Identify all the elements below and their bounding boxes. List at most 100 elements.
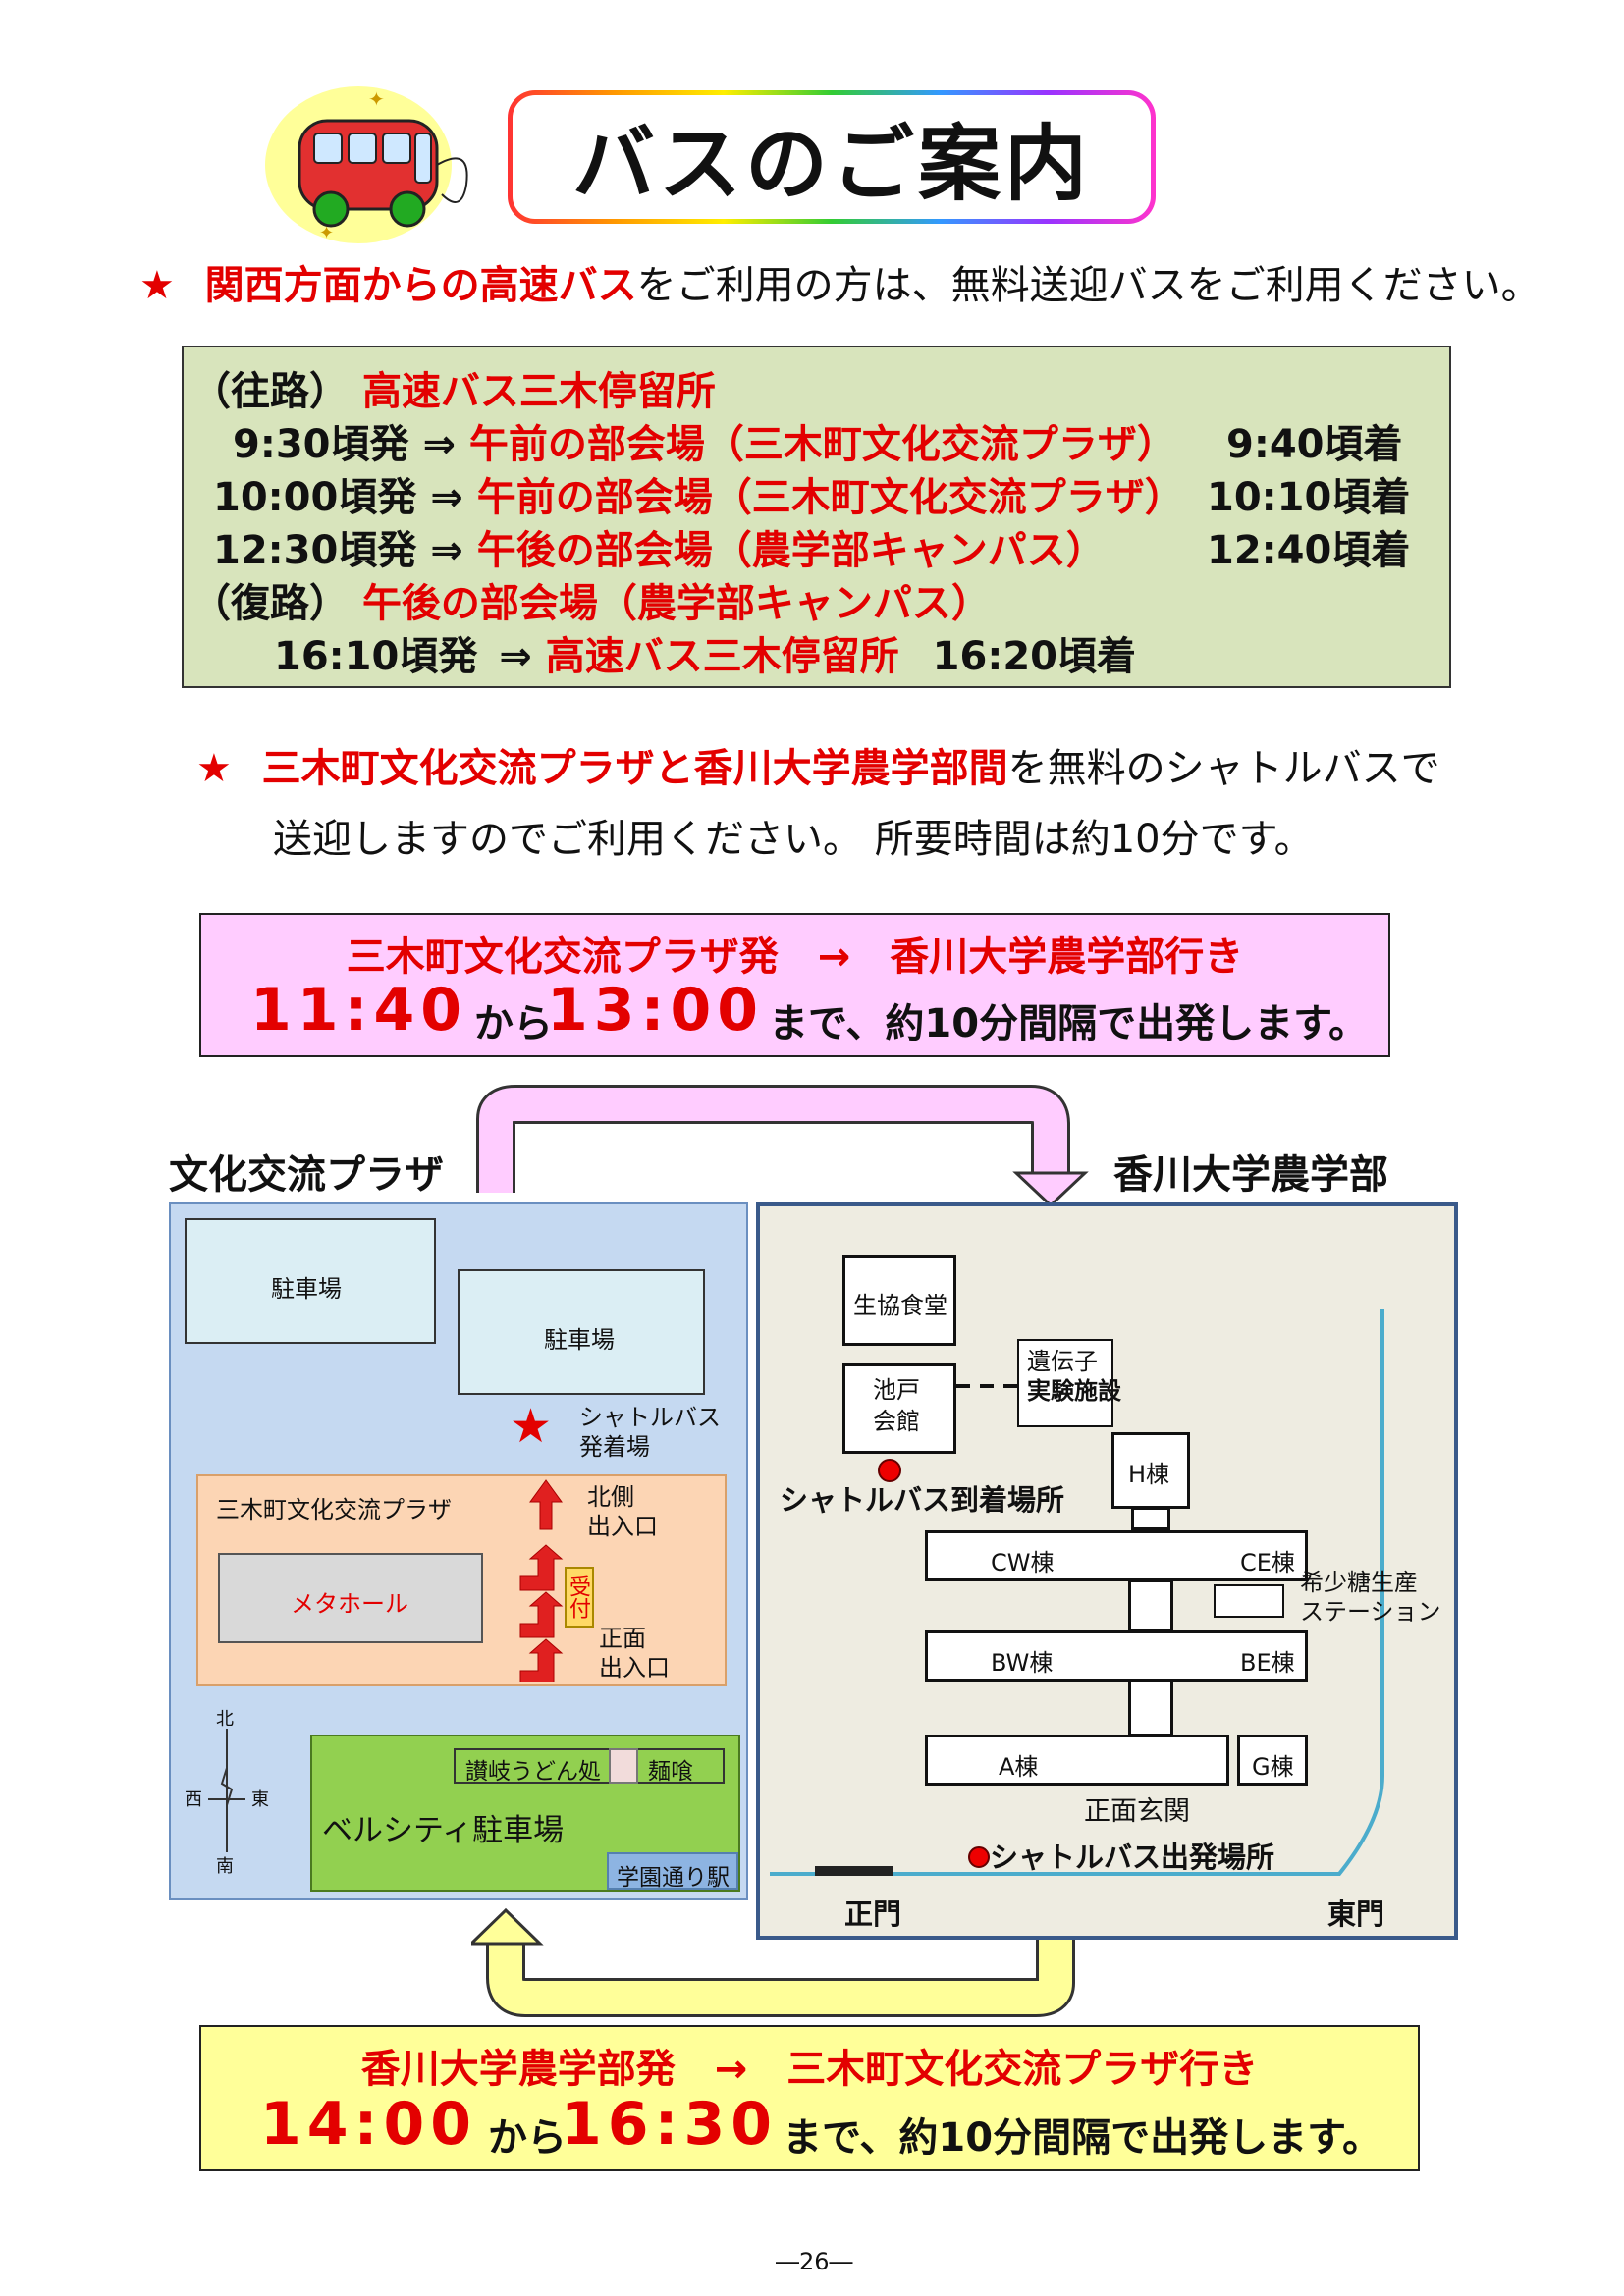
coop-label: 生協食堂 (853, 1292, 947, 1319)
shuttle-end-time: 16:30 (561, 2090, 778, 2159)
compass-west: 西 (185, 1789, 202, 1810)
svg-text:✦: ✦ (319, 223, 334, 243)
north-entrance-line: 出入口 (587, 1513, 658, 1540)
return-label: （復路） (191, 581, 349, 626)
udon-shop: 讃岐うどん処 麺喰 (454, 1748, 725, 1785)
rare-sugar-station (1214, 1584, 1284, 1618)
gene-lab-line: 遺伝子 (1027, 1348, 1098, 1375)
destination: 午後の部会場（農学部キャンパス） (476, 528, 1106, 573)
road-line (770, 1309, 1384, 1876)
ikedo-hall: 池戸 会館 (842, 1363, 956, 1454)
parking-label: 駐車場 (544, 1326, 615, 1354)
building-a-label: A棟 (999, 1753, 1039, 1781)
corridor (1128, 1579, 1173, 1632)
shuttle-notice-line2: 送迎しますのでご利用ください。 所要時間は約10分です。 (273, 817, 1314, 862)
arrow-icon: ⇒ (430, 528, 463, 573)
building-bw-be: BW棟 BE棟 (925, 1630, 1308, 1682)
notice-text: をご利用の方は、無料送迎バスをご利用ください。 (636, 263, 1541, 308)
shuttle-stop-line: 発着場 (579, 1433, 650, 1461)
route-arrows (471, 1085, 1089, 2017)
dashed-connector (956, 1384, 1035, 1388)
departure-label: シャトルバス出発場所 (990, 1841, 1275, 1874)
north-entrance-label: 北側 出入口 (587, 1482, 658, 1541)
shuttle-stop-star-icon: ★ (510, 1399, 553, 1454)
building-cw-ce: CW棟 CE棟 (925, 1530, 1308, 1581)
shuttle-from: から (474, 1001, 553, 1046)
outbound-row: （往路） 高速バス三木停留所 (191, 359, 716, 416)
rare-sugar-label: 希少糖生産 ステーション (1300, 1568, 1441, 1627)
return-stop: 午後の部会場（農学部キャンパス） (361, 581, 991, 626)
bus-schedule-box: （往路） 高速バス三木停留所 9:30頃発 ⇒ 午前の部会場（三木町文化交流プラ… (182, 346, 1451, 688)
gene-lab-line: 実験施設 (1027, 1377, 1121, 1405)
building-cw-label: CW棟 (991, 1549, 1055, 1576)
station-box: 学園通り駅 (607, 1852, 738, 1891)
destination: 高速バス三木停留所 (545, 634, 899, 679)
parking-lot-1: 駐車場 (185, 1218, 436, 1344)
arrive-time: 16:20頃着 (932, 634, 1136, 679)
bellcity-parking: 讃岐うどん処 麺喰 ベルシティ駐車場 学園通り駅 (310, 1735, 740, 1892)
gene-lab-label: 遺伝子 実験施設 (1027, 1347, 1121, 1406)
map-title-university: 香川大学農学部 (1113, 1152, 1388, 1198)
svg-text:✦: ✦ (368, 87, 385, 111)
return-row: （復路） 午後の部会場（農学部キャンパス） (191, 571, 991, 628)
building-g: G棟 (1237, 1735, 1308, 1786)
shuttle-notice-line1: ★ 三木町文化交流プラザと香川大学農学部間を無料のシャトルバスで (196, 736, 1440, 793)
map-title-plaza: 文化交流プラザ (169, 1152, 444, 1198)
shuttle-heading: 香川大学農学部発 → 三木町文化交流プラザ行き (360, 2047, 1259, 2092)
meta-hall-label: メタホール (291, 1590, 408, 1618)
shuttle-stop-label: シャトルバス 発着場 (579, 1403, 721, 1462)
outbound-stop: 高速バス三木停留所 (361, 369, 716, 414)
schedule-row: 9:30頃発 ⇒ 午前の部会場（三木町文化交流プラザ） (233, 412, 1176, 469)
station-label: 学園通り駅 (617, 1865, 730, 1891)
destination: 午前の部会場（三木町文化交流プラザ） (468, 422, 1176, 467)
shuttle-from: から (488, 2115, 567, 2161)
depart-time: 9:30頃発 (233, 422, 409, 467)
arrival-label: シャトルバス到着場所 (780, 1483, 1065, 1517)
page-number: ―26― (776, 2248, 853, 2275)
front-entrance-label: 正面 出入口 (599, 1624, 670, 1682)
departure-point-icon (968, 1846, 990, 1868)
shuttle-heading: 三木町文化交流プラザ発 → 香川大学農学部行き (346, 934, 1244, 980)
arrow-icon: ⇒ (422, 422, 456, 467)
depart-time: 12:30頃発 (213, 528, 417, 573)
depart-time: 16:10頃発 (274, 634, 478, 679)
shuttle-stop-line: シャトルバス (579, 1404, 721, 1431)
star-icon: ★ (139, 263, 175, 308)
meta-hall: メタホール (218, 1553, 483, 1643)
front-entrance-line: 正面 (599, 1625, 646, 1652)
building-ce-label: CE棟 (1240, 1549, 1295, 1576)
star-icon: ★ (196, 746, 232, 791)
shop-divider (609, 1748, 638, 1784)
schedule-row: 16:10頃発 ⇒ 高速バス三木停留所 16:20頃着 (274, 624, 1136, 681)
shuttle-interval: まで、約10分間隔で出発します。 (769, 1001, 1369, 1046)
building-g-label: G棟 (1252, 1753, 1294, 1781)
gene-lab: 遺伝子 実験施設 (1017, 1339, 1121, 1427)
compass-icon: 北 西 東 南 (185, 1705, 273, 1882)
corridor (1131, 1507, 1170, 1530)
plaza-building: 三木町文化交流プラザ メタホール 北側 出入口 受付 正面 出入口 (196, 1474, 727, 1686)
ikedo-line: 池戸 (873, 1376, 920, 1404)
north-entrance-line: 北側 (587, 1483, 634, 1511)
parking-label: 駐車場 (271, 1275, 342, 1303)
destination: 午前の部会場（三木町文化交流プラザ） (476, 475, 1184, 520)
shuttle-schedule-university-to-plaza: 香川大学農学部発 → 三木町文化交流プラザ行き 14:00 から 16:30 ま… (199, 2025, 1420, 2171)
shuttle-start-time: 11:40 (250, 976, 467, 1044)
compass-north: 北 (216, 1709, 234, 1730)
shuttle-start-time: 14:00 (260, 2090, 477, 2159)
east-gate-label: 東門 (1327, 1897, 1385, 1931)
page-title: バスのご案内 (508, 90, 1156, 224)
compass-east: 東 (251, 1789, 269, 1810)
building-bw-label: BW棟 (991, 1649, 1054, 1677)
university-map: 生協食堂 池戸 会館 遺伝子 実験施設 シャトルバス到着場所 H棟 CW棟 CE… (756, 1202, 1458, 1940)
highway-bus-notice: ★ 関西方面からの高速バスをご利用の方は、無料送迎バスをご利用ください。 (139, 253, 1541, 310)
arrow-icon: ⇒ (499, 634, 532, 679)
building-a: A棟 (925, 1735, 1229, 1786)
menkui-label: 麺喰 (648, 1759, 693, 1785)
parking-lot-2: 駐車場 (458, 1269, 705, 1395)
arrive-time: 10:10頃着 (1207, 475, 1411, 520)
shuttle-schedule-plaza-to-university: 三木町文化交流プラザ発 → 香川大学農学部行き 11:40 から 13:00 ま… (199, 913, 1390, 1057)
building-be-label: BE棟 (1240, 1649, 1295, 1677)
corridor (1128, 1680, 1173, 1736)
reception-desk: 受付 (565, 1567, 594, 1628)
arrival-point-icon (878, 1459, 901, 1482)
